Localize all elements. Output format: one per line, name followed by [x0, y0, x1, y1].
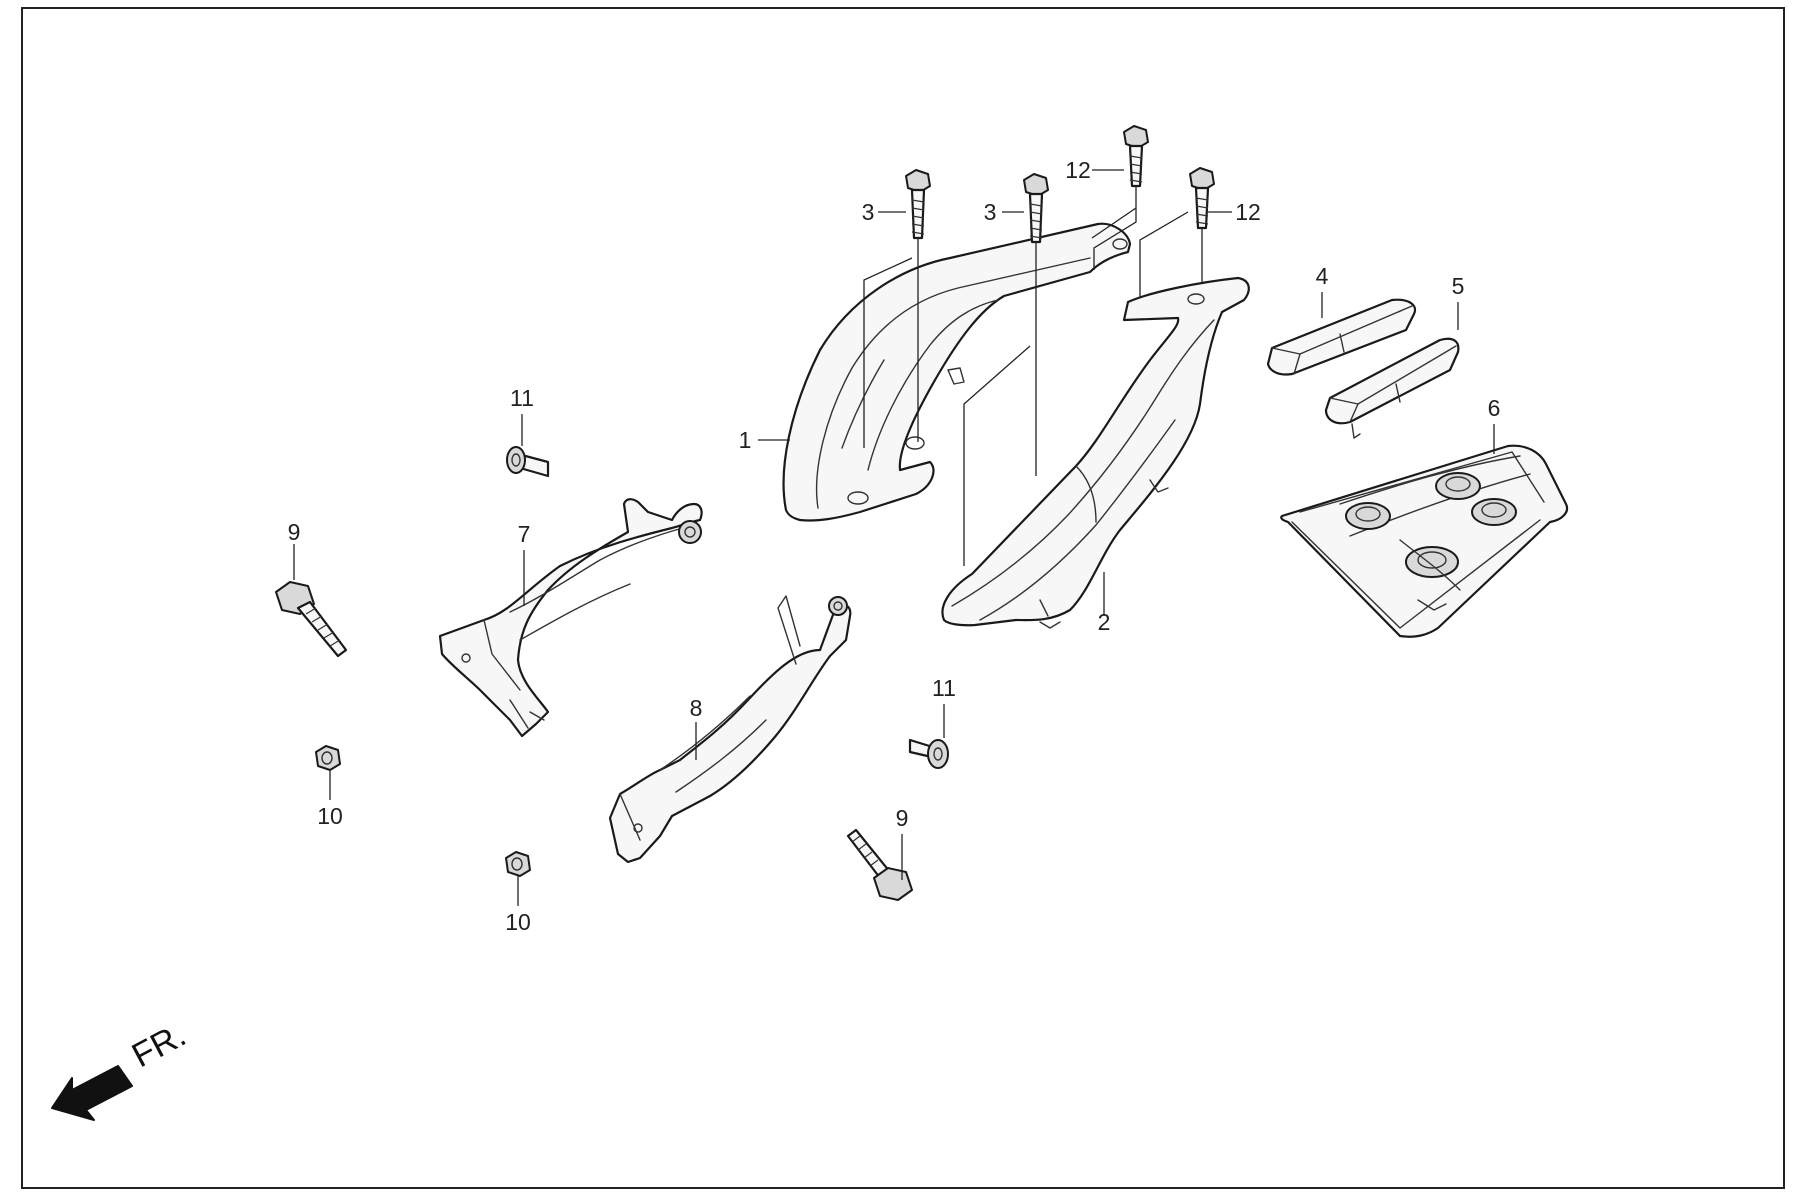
part-4-rubber-pad — [1266, 298, 1417, 376]
callout-5: 5 — [1452, 273, 1465, 299]
callout-9-right: 9 — [896, 805, 909, 831]
callout-7: 7 — [518, 521, 531, 547]
front-arrow-icon — [51, 1065, 133, 1121]
screw-11-left — [506, 446, 550, 478]
bolt-12-right — [1189, 167, 1215, 230]
callout-10-left: 10 — [317, 803, 343, 829]
callout-10-right: 10 — [505, 909, 531, 935]
callout-labels: 1 2 3 3 4 5 6 7 8 9 9 10 10 11 11 12 12 — [288, 157, 1501, 935]
callout-8: 8 — [690, 695, 703, 721]
screw-11-right — [908, 738, 949, 769]
part-8-right-bracket — [608, 595, 852, 864]
callout-9-left: 9 — [288, 519, 301, 545]
diagram-border — [21, 7, 1785, 1189]
leader-lines — [293, 169, 1495, 906]
callout-11-left: 11 — [510, 385, 534, 411]
part-1-left-grab-rail — [782, 222, 1132, 522]
callout-3-left: 3 — [862, 199, 875, 225]
part-6-rear-carrier — [1280, 444, 1569, 638]
part-2-right-grab-rail — [941, 276, 1250, 629]
front-label: FR. — [126, 1016, 192, 1075]
callout-2: 2 — [1098, 609, 1111, 635]
callout-1: 1 — [739, 427, 752, 453]
callout-12-left: 12 — [1065, 157, 1091, 183]
bolt-9-left — [275, 581, 348, 658]
bolt-3-right — [1023, 173, 1049, 244]
bolt-12-left — [1123, 125, 1149, 188]
callout-4: 4 — [1316, 263, 1329, 289]
callout-12-right: 12 — [1235, 199, 1261, 225]
part-7-left-bracket — [438, 498, 703, 738]
front-direction-indicator: FR. — [51, 1016, 192, 1121]
nut-10-left — [315, 745, 341, 771]
nut-10-right — [505, 851, 531, 877]
callout-3-right: 3 — [984, 199, 997, 225]
part-5-rubber-pad — [1324, 337, 1460, 439]
bolt-3-left — [905, 169, 931, 240]
callout-11-right: 11 — [932, 675, 956, 701]
callout-6: 6 — [1488, 395, 1501, 421]
